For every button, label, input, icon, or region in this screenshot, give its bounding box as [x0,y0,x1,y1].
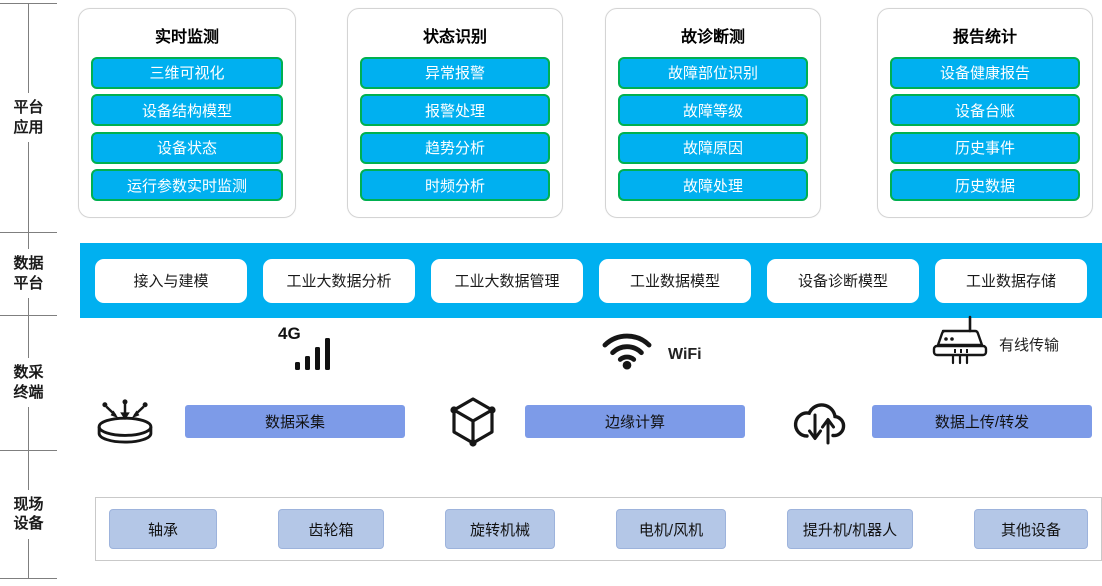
wifi-icon [602,333,652,370]
rail-divider [0,578,57,579]
data-collection-icon [92,398,158,444]
platform-module-button: 工业数据模型 [599,258,751,303]
edge-computing-cube-icon [448,395,498,449]
wired-link: 有线传输 [928,315,1059,369]
wired-label: 有线传输 [999,337,1060,354]
device-button: 轴承 [109,509,217,549]
app-feature-button: 设备状态 [91,131,283,164]
app-feature-button: 故障部位识别 [618,56,808,89]
data-platform-band: 接入与建模 工业大数据分析 工业大数据管理 工业数据模型 设备诊断模型 工业数据… [80,243,1102,318]
platform-module-button: 工业大数据管理 [431,258,583,303]
platform-module-button: 设备诊断模型 [767,258,919,303]
rail-line [28,450,29,490]
app-feature-button: 报警处理 [360,94,550,127]
layer-label-platform-app: 平台 应用 [0,3,57,232]
app-feature-button: 故障处理 [618,169,808,202]
app-feature-button: 历史事件 [890,131,1080,164]
edge-computing-button: 边缘计算 [525,405,745,438]
layer-label: 现场 设备 [13,495,44,533]
device-button: 电机/风机 [616,509,726,549]
app-feature-button: 故障原因 [618,131,808,164]
device-button: 提升机/机器人 [787,509,913,549]
layer-label-daq-terminal: 数采 终端 [0,315,57,450]
layer-label-field-devices: 现场 设备 [0,450,57,578]
rail-line [28,298,29,315]
app-group-card-report: 报告统计 设备健康报告 设备台账 历史事件 历史数据 [877,8,1093,218]
group-body: 设备健康报告 设备台账 历史事件 历史数据 [890,51,1080,207]
group-body: 故障部位识别 故障等级 故障原因 故障处理 [618,51,808,207]
app-feature-button: 时频分析 [360,169,550,202]
rail-line [28,3,29,93]
router-icon [932,315,988,365]
data-collection-button: 数据采集 [185,405,405,438]
layer-label: 数据 平台 [13,255,44,292]
app-feature-button: 设备结构模型 [91,94,283,127]
app-group-card-status: 状态识别 异常报警 报警处理 趋势分析 时频分析 [347,8,563,218]
layer-label-data-platform: 数据 平台 [0,232,57,315]
platform-module-button: 接入与建模 [95,258,247,303]
signal-bars [295,338,330,370]
app-feature-button: 三维可视化 [91,56,283,89]
platform-module-button: 工业大数据分析 [263,258,415,303]
rail-line [28,232,29,249]
app-feature-button: 设备台账 [890,94,1080,127]
field-devices-panel: 轴承 齿轮箱 旋转机械 电机/风机 提升机/机器人 其他设备 [95,497,1102,561]
4g-signal-icon: 4G [278,324,332,372]
4g-label: 4G [278,324,301,343]
app-group-card-fault: 故诊断测 故障部位识别 故障等级 故障原因 故障处理 [605,8,821,218]
platform-module-button: 工业数据存储 [935,258,1087,303]
layer-label: 平台 应用 [13,99,44,136]
device-button: 旋转机械 [445,509,555,549]
app-feature-button: 历史数据 [890,169,1080,202]
app-feature-button: 异常报警 [360,56,550,89]
cloud-transfer-icon [790,396,848,446]
app-feature-button: 趋势分析 [360,131,550,164]
rail-line [28,538,29,578]
group-title: 故诊断测 [680,29,745,46]
group-body: 三维可视化 设备结构模型 设备状态 运行参数实时监测 [91,51,283,207]
group-body: 异常报警 报警处理 趋势分析 时频分析 [360,51,550,207]
app-feature-button: 运行参数实时监测 [91,169,283,202]
app-feature-button: 设备健康报告 [890,56,1080,89]
wifi-label: WiFi [668,346,702,363]
group-title: 报告统计 [952,29,1017,46]
wifi-link: WiFi [598,322,702,370]
app-group-card-realtime: 实时监测 三维可视化 设备结构模型 设备状态 运行参数实时监测 [78,8,296,218]
device-button: 其他设备 [974,509,1088,549]
data-upload-forward-button: 数据上传/转发 [872,405,1092,438]
layer-label: 数采 终端 [13,364,44,401]
rail-line [28,142,29,232]
rail-line [28,407,29,450]
rail-line [28,315,29,358]
app-feature-button: 故障等级 [618,94,808,127]
group-title: 实时监测 [154,29,219,46]
group-title: 状态识别 [422,29,487,46]
device-button: 齿轮箱 [278,509,384,549]
